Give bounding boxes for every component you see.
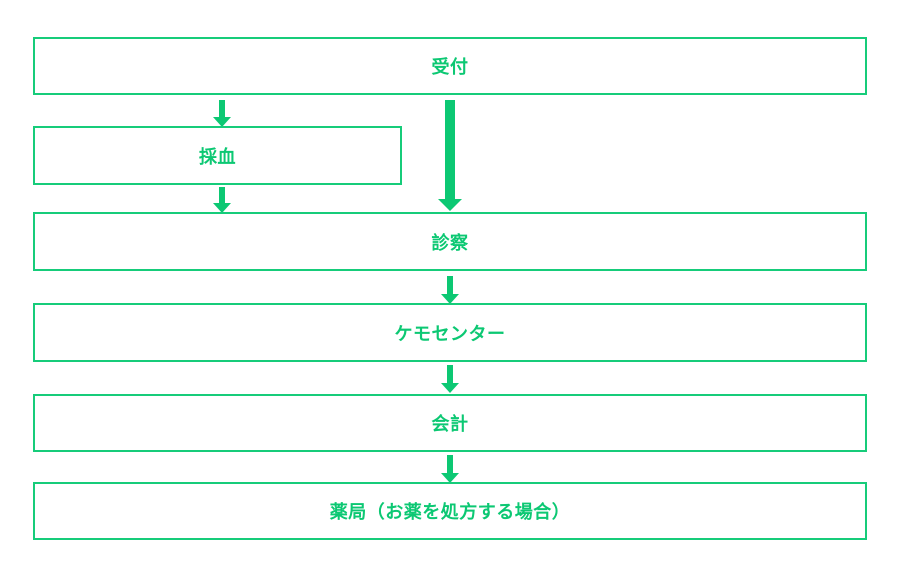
arrow-head (438, 199, 462, 211)
arrow-down-icon (441, 276, 459, 304)
arrow-down-icon (441, 455, 459, 483)
arrow-down-icon (213, 100, 231, 127)
flow-node-chemo-center: ケモセンター (33, 303, 867, 362)
arrow-shaft (447, 276, 453, 294)
arrow-down-icon (441, 365, 459, 393)
arrow-shaft (445, 100, 455, 199)
flow-node-examination: 診察 (33, 212, 867, 271)
flow-node-accounting-label: 会計 (431, 414, 469, 434)
flow-node-reception-label: 受付 (431, 57, 469, 77)
arrow-head (213, 203, 231, 213)
flow-node-accounting: 会計 (33, 394, 867, 452)
arrow-head (441, 383, 459, 393)
arrow-down-icon (213, 187, 231, 213)
flow-node-blood-draw-label: 採血 (199, 146, 236, 167)
flow-node-examination-label: 診察 (431, 232, 469, 253)
arrow-down-thick-icon (438, 100, 462, 211)
arrow-shaft (219, 187, 225, 203)
flow-node-blood-draw: 採血 (33, 126, 402, 185)
arrow-head (441, 473, 459, 483)
arrow-shaft (447, 455, 453, 473)
flow-node-reception: 受付 (33, 37, 867, 95)
arrow-head (441, 294, 459, 304)
flow-node-pharmacy-label: 薬局（お薬を処方する場合） (329, 502, 571, 522)
arrow-head (213, 117, 231, 127)
flow-node-pharmacy: 薬局（お薬を処方する場合） (33, 482, 867, 540)
arrow-shaft (447, 365, 453, 383)
flow-node-chemo-center-label: ケモセンター (394, 323, 506, 344)
arrow-shaft (219, 100, 225, 117)
